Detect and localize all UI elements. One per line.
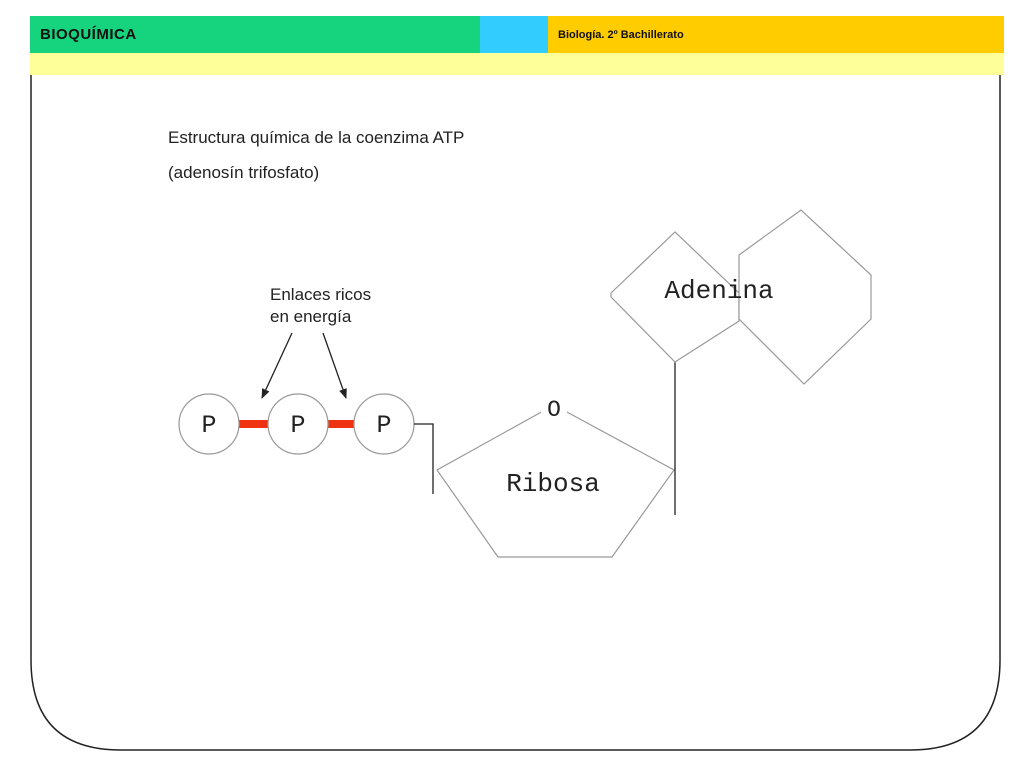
slide-header: BIOQUÍMICA Biología. 2º Bachillerato [30, 16, 1004, 53]
diagram-subtitle: (adenosín trifosfato) [168, 163, 320, 182]
header-yellow-block [548, 16, 1004, 53]
phosphate-group-1: P [178, 393, 240, 455]
header-course: Biología. 2º Bachillerato [558, 29, 684, 41]
header-band [30, 53, 1004, 75]
phosphate-label-1: P [201, 411, 216, 440]
high-energy-bond-2 [328, 420, 356, 428]
phosphate-label-2: P [290, 411, 305, 440]
adenine-label: Adenina [664, 276, 773, 306]
header-title: BIOQUÍMICA [40, 26, 137, 43]
energy-bonds-note: Enlaces ricos en energía [270, 284, 371, 328]
ring-oxygen-mask [541, 392, 567, 420]
energy-bonds-note-line2: en energía [270, 307, 352, 326]
ring-oxygen-label: O [547, 397, 561, 423]
adenine-ring-right [738, 209, 872, 385]
phosphate-group-2: P [267, 393, 329, 455]
phosphate-ribose-link [414, 423, 434, 494]
high-energy-bond-1 [239, 420, 268, 428]
phosphate-label-3: P [376, 411, 391, 440]
ribose-ring [436, 404, 675, 558]
header-blue-block [480, 16, 548, 53]
diagram-title: Estructura química de la coenzima ATP [168, 128, 465, 147]
ribose-label: Ribosa [506, 469, 600, 499]
bond-arrow-2 [322, 332, 347, 399]
adenine-ring-left [610, 231, 740, 363]
energy-bonds-note-line1: Enlaces ricos [270, 285, 372, 304]
bond-arrow-1 [261, 332, 293, 399]
phosphate-group-3: P [353, 393, 415, 455]
header-green-block [30, 16, 480, 53]
